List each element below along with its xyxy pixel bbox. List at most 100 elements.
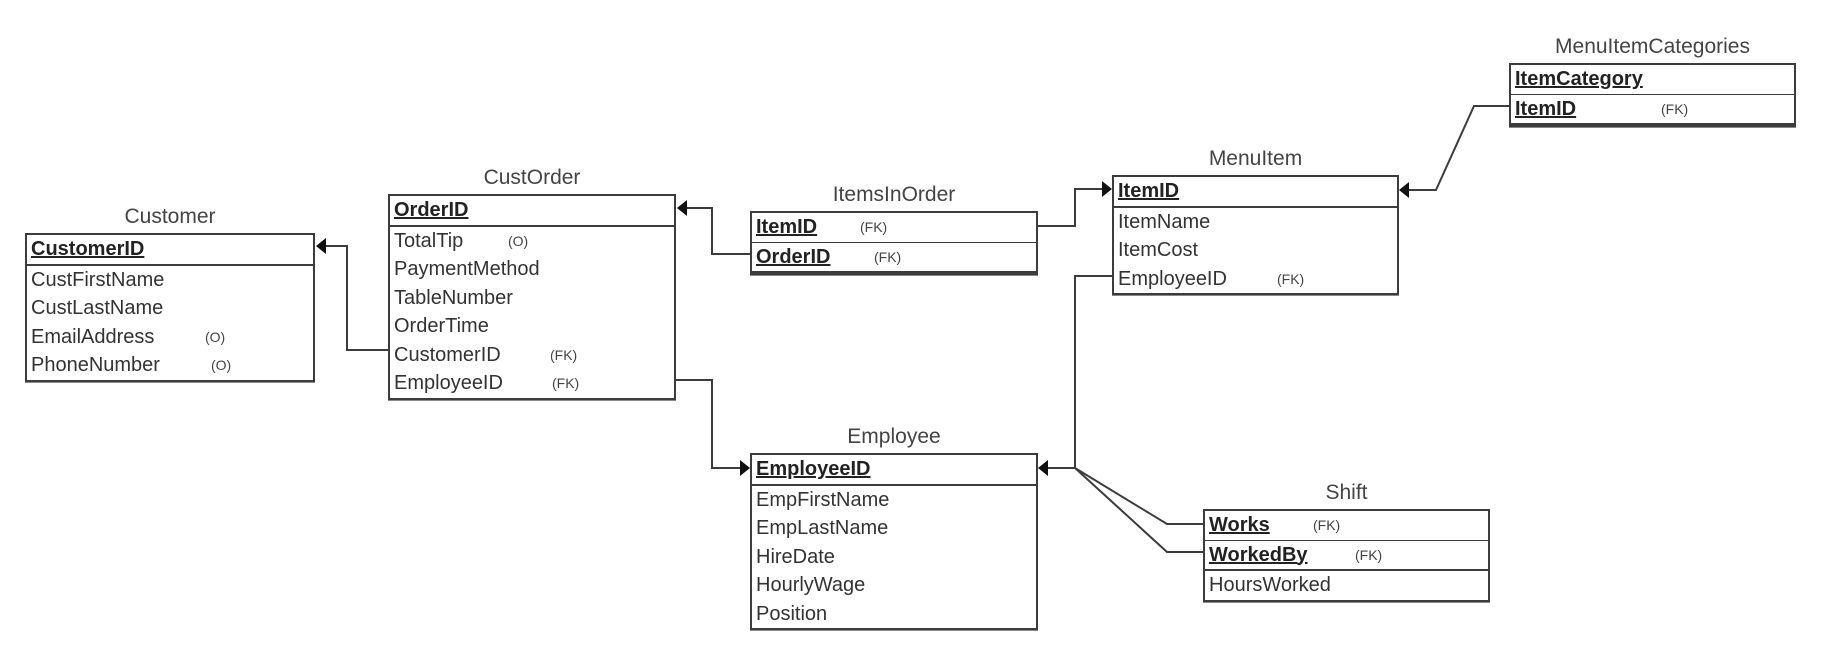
foreign-key-marker: (FK) (1277, 270, 1305, 287)
attribute-name: WorkedBy (1209, 543, 1308, 566)
optional-marker: (O) (508, 232, 529, 249)
attribute-total-tip[interactable]: TotalTip (O) (390, 227, 674, 256)
attribute-item-cost[interactable]: ItemCost (1114, 236, 1397, 265)
arrowhead-menuitem-left (1102, 181, 1112, 197)
foreign-key-marker: (FK) (1313, 517, 1341, 533)
attribute-name: TotalTip (394, 229, 464, 252)
entity-title-menuitem: MenuItem (1208, 147, 1303, 170)
attribute-payment-method[interactable]: PaymentMethod (390, 255, 674, 284)
attribute-name: ItemName (1118, 210, 1211, 233)
foreign-key-marker: (FK) (1661, 100, 1689, 117)
attribute-works[interactable]: Works (FK) (1205, 511, 1488, 541)
attribute-name: OrderTime (394, 315, 489, 337)
attribute-name: PhoneNumber (31, 354, 160, 376)
entity-title-employee: Employee (847, 425, 941, 448)
attribute-item-id[interactable]: ItemID(FK) (752, 213, 1036, 243)
arrowhead-employee-right (1038, 460, 1048, 476)
attribute-item-id[interactable]: ItemID (1114, 177, 1397, 208)
attribute-name: OrderID (394, 199, 469, 221)
attribute-name: Position (756, 602, 828, 625)
arrowhead-employee-left (740, 460, 750, 476)
attribute-employee-id[interactable]: EmployeeID (FK) (1114, 265, 1397, 294)
attribute-customer-id[interactable]: CustomerID (27, 235, 313, 266)
attribute-employee-id[interactable]: EmployeeID (752, 455, 1036, 486)
attribute-name: OrderID (756, 245, 831, 268)
attribute-name: HoursWorked (1209, 574, 1331, 596)
attribute-table-number[interactable]: TableNumber (390, 284, 674, 313)
attribute-name: Works (1209, 514, 1270, 536)
attribute-hours-worked[interactable]: HoursWorked (1205, 571, 1488, 600)
attribute-name: EmailAddress (31, 325, 155, 348)
arrowhead-menuitem-right (1399, 182, 1409, 198)
attribute-emp-last-name[interactable]: EmpLastName (752, 514, 1036, 543)
attribute-name: CustomerID (394, 343, 501, 366)
attribute-worked-by[interactable]: WorkedBy (FK) (1205, 541, 1488, 571)
optional-marker: (O) (205, 328, 226, 345)
attribute-order-time[interactable]: OrderTime (390, 312, 674, 341)
attribute-name: EmployeeID (1118, 267, 1227, 290)
entity-title-custorder: CustOrder (483, 166, 581, 189)
attribute-name: CustFirstName (31, 268, 165, 291)
entity-box-shift: Works (FK) WorkedBy (FK) HoursWorked (1203, 509, 1490, 602)
attribute-order-id[interactable]: OrderID (FK) (752, 243, 1036, 273)
attribute-name: PaymentMethod (394, 258, 540, 280)
attribute-cust-first-name[interactable]: CustFirstName (27, 266, 313, 295)
attribute-name: EmpLastName (756, 517, 889, 539)
arrowhead-custorder (677, 200, 687, 216)
relationship-itemsinorder-custorder (679, 207, 750, 255)
entity-title-itemsinorder: ItemsInOrder (832, 183, 956, 206)
attribute-customer-id[interactable]: CustomerID (FK) (390, 341, 674, 370)
attribute-name: EmployeeID (756, 458, 871, 480)
relationship-itemsinorder-menuitem (1038, 188, 1110, 227)
foreign-key-marker: (FK) (552, 375, 580, 391)
attribute-name: ItemID (1118, 180, 1180, 202)
entity-box-itemsinorder: ItemID(FK)OrderID (FK) (750, 211, 1038, 275)
attribute-hire-date[interactable]: HireDate (752, 543, 1036, 572)
attribute-name: ItemCategory (1515, 68, 1643, 90)
entity-title-shift: Shift (1325, 481, 1368, 504)
attribute-email-address[interactable]: EmailAddress (O) (27, 323, 313, 352)
arrowhead-customer (316, 238, 326, 254)
attribute-item-category[interactable]: ItemCategory (1511, 65, 1794, 95)
attribute-phone-number[interactable]: PhoneNumber(O) (27, 351, 313, 380)
entity-title-menuitemcategories: MenuItemCategories (1555, 35, 1750, 58)
attribute-name: HireDate (756, 545, 835, 568)
foreign-key-marker: (FK) (1355, 546, 1383, 563)
entity-title-customer: Customer (124, 205, 216, 228)
relationship-custorder-customer (318, 245, 388, 351)
attribute-cust-last-name[interactable]: CustLastName (27, 294, 313, 323)
attribute-order-id[interactable]: OrderID (390, 196, 674, 227)
foreign-key-marker: (FK) (874, 248, 902, 265)
relationship-custorder-employee (676, 379, 748, 469)
relationship-shift-works-employee (1074, 467, 1203, 525)
attribute-item-id[interactable]: ItemID(FK) (1511, 95, 1794, 125)
relationship-menuitem-employee (1040, 275, 1112, 469)
attribute-name: ItemCost (1118, 239, 1199, 261)
attribute-name: EmployeeID (394, 372, 503, 394)
relationship-menuitemcategories-menuitem (1401, 105, 1509, 191)
attribute-hourly-wage[interactable]: HourlyWage (752, 571, 1036, 600)
attribute-name: ItemID (756, 216, 818, 238)
relationship-shift-workedby-employee (1074, 467, 1203, 553)
attribute-name: EmpFirstName (756, 488, 890, 511)
attribute-item-name[interactable]: ItemName (1114, 208, 1397, 237)
attribute-name: TableNumber (394, 286, 513, 309)
attribute-position[interactable]: Position (752, 600, 1036, 629)
attribute-employee-id[interactable]: EmployeeID (FK) (390, 369, 674, 398)
attribute-name: HourlyWage (756, 574, 866, 596)
attribute-emp-first-name[interactable]: EmpFirstName (752, 486, 1036, 515)
foreign-key-marker: (FK) (550, 346, 578, 363)
